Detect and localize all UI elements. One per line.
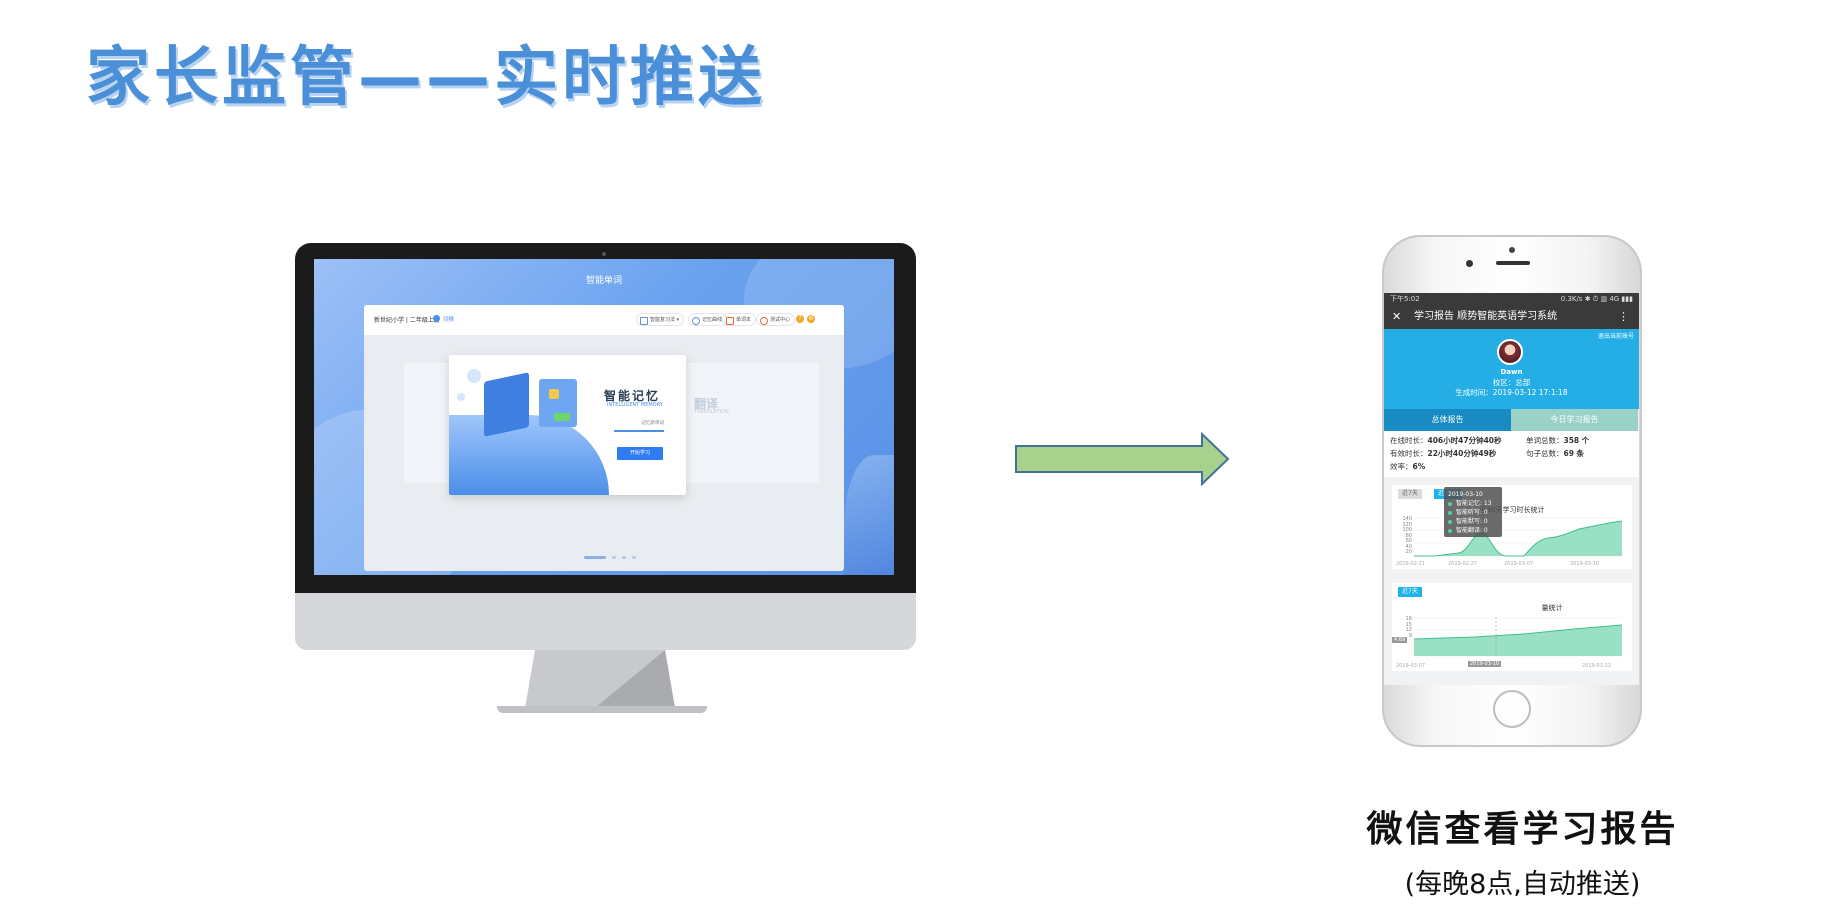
tab-last-7-days[interactable]: 近7天 [1398,489,1422,499]
carousel-dot[interactable] [632,556,636,559]
tooltip-line: 智能翻译: 0 [1448,526,1498,535]
monitor-camera [602,252,606,256]
card-subtitle: INTELLIGENT MEMORY [607,402,663,408]
leaf-decoration [844,455,894,575]
tooltip-line: 智能记忆: 13 [1448,499,1498,508]
monitor-stand [525,650,675,708]
sentence-count: 句子总数：69 条 [1526,449,1585,458]
status-icons: 0.3K/s ✱ ⏱ ▥ 4G ▮▮▮ [1560,295,1633,303]
chevron-left-icon[interactable]: ‹ [372,465,380,486]
app-header: 新世纪小学 | 二年级上册 切换 智能复习法 ▾ 记忆曲线 单词本 测试中心 ?… [364,305,844,335]
illustration-screen [484,372,529,437]
monitor-foot [497,706,707,713]
more-vertical-icon[interactable]: ⋮ [1618,310,1629,323]
help-icon[interactable]: ? [796,315,804,323]
chevron-right-icon[interactable]: › [826,465,834,486]
y-cursor-label: 4.69 [1392,637,1408,643]
curve-icon [692,317,700,325]
monitor-chin [295,593,916,650]
app-name: 智能单词 [585,276,622,286]
x-tick: 2019-03-07 [1504,561,1534,567]
smart-review-button[interactable]: 智能复习法 ▾ [636,313,685,326]
tooltip-line: 智能听写: 0 [1448,508,1498,517]
start-learning-button[interactable]: 开始学习 [617,447,663,460]
arrow-right-icon [1015,432,1230,486]
wordbook-button[interactable]: 单词本 [722,313,757,326]
carousel-card-smart-memory[interactable]: 智能记忆 INTELLIGENT MEMORY 记忆新单词 开始学习 [449,355,686,495]
user-name: Dawn [1500,368,1523,376]
switch-icon[interactable] [433,315,440,322]
slide-title: 家长监管——实时推送 [86,41,766,115]
chart-title: 量统计 [1541,604,1563,612]
profile-header: 退出当前账号 Dawn 校区：总部 生成时间：2019-03-12 17:1:1… [1384,329,1639,409]
avatar [1497,339,1523,365]
status-time: 下午5:02 [1390,295,1420,303]
x-tick: 2019-02-21 [1396,561,1426,567]
stats-panel: 在线时长：406小时47分钟40秒 单词总数：358 个 有效时长：22小时40… [1384,431,1639,477]
app-window: 新世纪小学 | 二年级上册 切换 智能复习法 ▾ 记忆曲线 单词本 测试中心 ?… [364,305,844,571]
tab-last-7-days[interactable]: 近7天 [1398,587,1422,597]
translation-card-title: 翻译 [694,397,719,411]
desktop-screen: 智能单词 新世纪小学 | 二年级上册 切换 智能复习法 ▾ 记忆曲线 单词本 测… [314,259,894,575]
phone-camera [1466,260,1473,267]
wechat-page-title: 学习报告 顺势智能英语学习系统 [1414,311,1558,322]
tab-overall-report[interactable]: 总体报告 [1384,409,1511,431]
phone-sensor [1509,247,1515,253]
x-tick: 2019-03-12 [1582,663,1612,669]
close-icon[interactable]: ✕ [1392,310,1402,323]
effective-duration: 有效时长：22小时40分钟49秒 [1390,449,1497,458]
illustration-badge [549,389,559,399]
caption-title: 微信查看学习报告 [1366,809,1679,850]
tab-today-report[interactable]: 今日学习报告 [1511,409,1638,431]
illustration-chip [554,413,570,421]
book-icon [640,317,648,325]
x-cursor-label: 2019-03-10 [1468,661,1502,667]
logout-link[interactable]: 退出当前账号 [1597,333,1634,340]
x-tick: 2019-02-27 [1448,561,1478,567]
test-center-button[interactable]: 测试中心 [756,313,796,326]
tooltip-line: 智能默写: 0 [1448,517,1498,526]
translation-card-subtitle: TRANSLATION [694,409,729,415]
carousel-dot-active[interactable] [584,556,606,559]
campus-label: 校区：总部 [1492,378,1531,387]
card-title: 智能记忆 [604,389,661,403]
x-tick: 2019-03-07 [1396,663,1426,669]
chart-tooltip: 2019-03-10 智能记忆: 13 智能听写: 0 智能默写: 0 智能翻译… [1444,487,1502,537]
tooltip-date: 2019-03-10 [1448,491,1483,498]
x-tick: 2019-03-10 [1570,561,1600,567]
school-grade-label: 新世纪小学 | 二年级上册 [374,317,440,324]
generated-time: 生成时间：2019-03-12 17:1:18 [1455,388,1568,397]
status-bar: 下午5:02 0.3K/s ✱ ⏱ ▥ 4G ▮▮▮ [1384,293,1639,305]
carousel-dot[interactable] [622,556,626,559]
memorize-words-field[interactable]: 记忆新单词 [614,420,664,432]
switch-link[interactable]: 切换 [443,317,455,323]
word-count: 单词总数：358 个 [1526,436,1590,445]
illustration-wave [449,415,609,495]
illustration-bubble [467,369,481,383]
area-chart-7d [1414,617,1622,657]
illustration-bubble [457,393,465,401]
carousel-dot[interactable] [612,556,616,559]
phone-screen: 下午5:02 0.3K/s ✱ ⏱ ▥ 4G ▮▮▮ ✕ 学习报告 顺势智能英语… [1384,293,1639,685]
chart-title: 近30天学习时长统计 [1479,506,1545,514]
efficiency: 效率：6% [1390,462,1426,471]
online-duration: 在线时长：406小时47分钟40秒 [1390,436,1502,445]
phone-speaker [1496,261,1530,265]
home-button[interactable] [1493,690,1531,728]
caption-subtitle: (每晚8点,自动推送) [1404,869,1641,900]
wechat-title-bar: ✕ 学习报告 顺势智能英语学习系统 ⋮ [1384,305,1639,329]
settings-icon[interactable]: ⚙ [807,315,815,323]
notebook-icon [726,317,734,325]
test-icon [760,317,768,325]
